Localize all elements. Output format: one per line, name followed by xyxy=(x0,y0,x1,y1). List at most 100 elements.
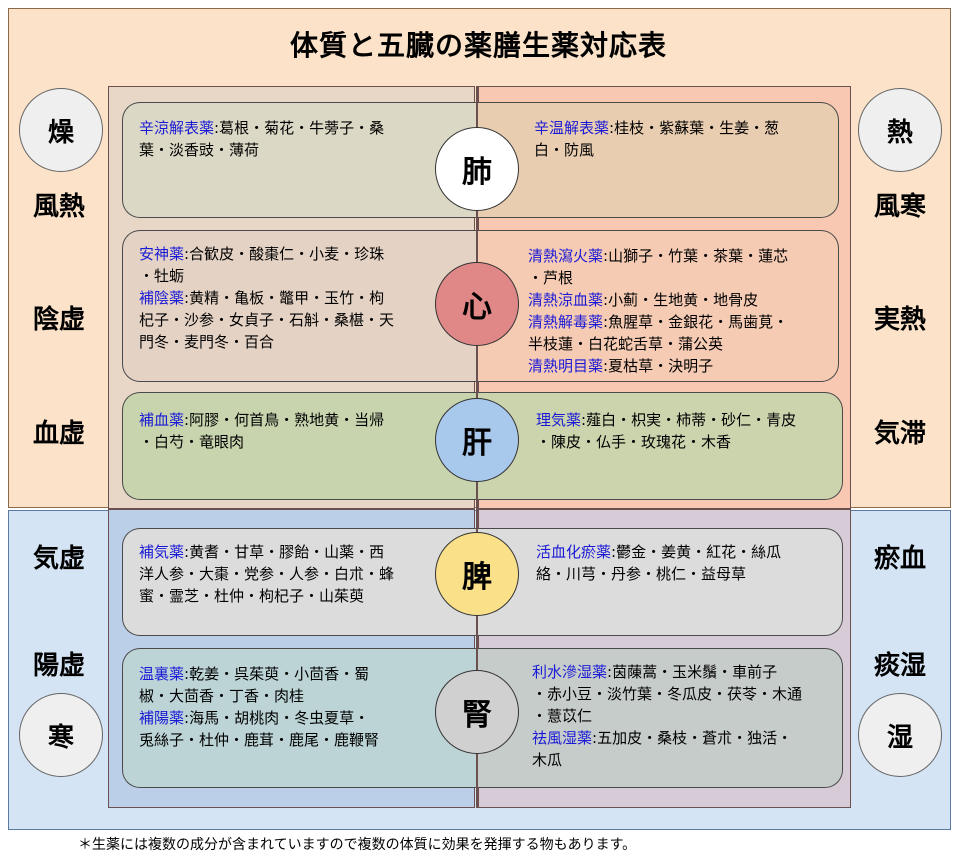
herb-category: 清熱涼血薬 xyxy=(528,291,604,309)
herb-list: 兎絲子・杜仲・鹿茸・鹿尾・鹿鞭腎 xyxy=(139,731,380,749)
herb-line: 辛温解表薬:桂枝・紫蘇葉・生姜・葱 xyxy=(534,117,824,139)
lung-left-box: 辛涼解表薬:葛根・菊花・牛蒡子・桑葉・淡香豉・薄荷 xyxy=(122,102,478,218)
herb-list: :海馬・胡桃肉・冬虫夏草・ xyxy=(184,709,370,727)
spleen-organ-circle: 脾 xyxy=(435,532,519,616)
herb-category: 祛風湿薬 xyxy=(532,729,593,747)
herb-category: 温裏薬 xyxy=(139,665,185,683)
herb-list: :魚腥草・金銀花・馬歯莧・ xyxy=(603,313,789,331)
herb-line: 清熱涼血薬:小薊・生地黄・地骨皮 xyxy=(528,289,824,311)
phlegm-damp-label: 痰湿 xyxy=(873,651,926,681)
herb-line: 補血薬:阿膠・何首鳥・熟地黄・当帰 xyxy=(139,409,464,431)
herb-category: 理気薬 xyxy=(536,411,582,429)
herb-list: :茵蔯蒿・玉米鬚・車前子 xyxy=(607,663,778,681)
liver-left-box: 補血薬:阿膠・何首鳥・熟地黄・当帰・白芍・竜眼肉 xyxy=(122,392,478,500)
yin-deficiency-label: 陰虚 xyxy=(32,305,85,335)
herb-line: ・薏苡仁 xyxy=(532,705,828,727)
herb-category: 補陽薬 xyxy=(139,709,185,727)
herb-list: :黄精・亀板・鼈甲・玉竹・枸 xyxy=(184,289,385,307)
herb-line: 洋人参・大棗・党参・人参・白朮・蜂 xyxy=(139,563,464,585)
herb-list: :乾姜・呉茱萸・小茴香・蜀 xyxy=(184,665,370,683)
qi-deficiency-label: 気虚 xyxy=(32,544,85,574)
herb-list: :鬱金・姜黄・紅花・絲瓜 xyxy=(611,543,782,561)
herb-list: :薤白・枳実・柿蒂・砂仁・青皮 xyxy=(581,411,797,429)
kidney-left-box: 温裏薬:乾姜・呉茱萸・小茴香・蜀椒・大茴香・丁香・肉桂補陽薬:海馬・胡桃肉・冬虫… xyxy=(122,648,478,788)
heart-organ-circle: 心 xyxy=(435,262,519,346)
herb-line: 杞子・沙参・女貞子・石斛・桑椹・天 xyxy=(139,309,464,331)
herb-list: :山獅子・竹葉・茶葉・蓮芯 xyxy=(603,247,789,265)
herb-category: 補血薬 xyxy=(139,411,185,429)
herb-list: ・芦根 xyxy=(528,269,574,287)
herb-line: 活血化瘀薬:鬱金・姜黄・紅花・絲瓜 xyxy=(536,541,828,563)
herb-category: 清熱瀉火薬 xyxy=(528,247,604,265)
herb-list: ・白芍・竜眼肉 xyxy=(139,433,245,451)
herb-list: ・薏苡仁 xyxy=(532,707,593,725)
herb-list: :小薊・生地黄・地骨皮 xyxy=(603,291,759,309)
herb-line: 門冬・麦門冬・百合 xyxy=(139,331,464,353)
yang-deficiency-label: 陽虚 xyxy=(32,651,85,681)
herb-list: 杞子・沙参・女貞子・石斛・桑椹・天 xyxy=(139,311,395,329)
herb-list: :葛根・菊花・牛蒡子・桑 xyxy=(214,119,385,137)
herb-line: 辛涼解表薬:葛根・菊花・牛蒡子・桑 xyxy=(139,117,464,139)
herb-category: 清熱解毒薬 xyxy=(528,313,604,331)
herb-list: :合歓皮・酸棗仁・小麦・珍珠 xyxy=(184,245,385,263)
herb-category: 辛温解表薬 xyxy=(534,119,610,137)
herb-line: ・赤小豆・淡竹葉・冬瓜皮・茯苓・木通 xyxy=(532,683,828,705)
herb-list: 葉・淡香豉・薄荷 xyxy=(139,141,260,159)
herb-line: 補陰薬:黄精・亀板・鼈甲・玉竹・枸 xyxy=(139,287,464,309)
qi-stagnation-label: 気滞 xyxy=(873,419,926,449)
herb-list: 白・防風 xyxy=(534,141,595,159)
herb-category: 辛涼解表薬 xyxy=(139,119,215,137)
herb-line: 兎絲子・杜仲・鹿茸・鹿尾・鹿鞭腎 xyxy=(139,729,464,751)
heart-left-box: 安神薬:合歓皮・酸棗仁・小麦・珍珠・牡蛎補陰薬:黄精・亀板・鼈甲・玉竹・枸杞子・… xyxy=(122,230,478,382)
herb-category: 清熱明目薬 xyxy=(528,357,604,375)
herb-list: :夏枯草・決明子 xyxy=(603,357,714,375)
excess-heat-label: 実熱 xyxy=(873,305,926,335)
herb-category: 補陰薬 xyxy=(139,289,185,307)
herb-line: ・白芍・竜眼肉 xyxy=(139,431,464,453)
herb-line: ・牡蛎 xyxy=(139,265,464,287)
herb-line: 椒・大茴香・丁香・肉桂 xyxy=(139,685,464,707)
herb-list: ・牡蛎 xyxy=(139,267,185,285)
herb-category: 活血化瘀薬 xyxy=(536,543,612,561)
herb-line: 白・防風 xyxy=(534,139,824,161)
herb-list: 椒・大茴香・丁香・肉桂 xyxy=(139,687,305,705)
lung-organ-circle: 肺 xyxy=(435,127,519,211)
liver-organ-circle: 肝 xyxy=(435,398,519,482)
herb-line: 半枝蓮・白花蛇舌草・蒲公英 xyxy=(528,333,824,355)
herb-list: :阿膠・何首鳥・熟地黄・当帰 xyxy=(184,411,385,429)
blood-stasis-label: 瘀血 xyxy=(873,544,926,574)
heart-right-box: 清熱瀉火薬:山獅子・竹葉・茶葉・蓮芯・芦根清熱涼血薬:小薊・生地黄・地骨皮清熱解… xyxy=(478,230,839,382)
herb-line: 温裏薬:乾姜・呉茱萸・小茴香・蜀 xyxy=(139,663,464,685)
herb-list: ・陳皮・仏手・玫瑰花・木香 xyxy=(536,433,732,451)
herb-line: 蜜・霊芝・杜仲・枸杞子・山茱萸 xyxy=(139,585,464,607)
herb-category: 利水滲湿薬 xyxy=(532,663,608,681)
footnote: ＊生薬には複数の成分が含まれていますので複数の体質に効果を発揮する物もあります。 xyxy=(78,837,637,853)
herb-line: ・陳皮・仏手・玫瑰花・木香 xyxy=(536,431,828,453)
herb-list: 門冬・麦門冬・百合 xyxy=(139,333,275,351)
herb-line: 絡・川芎・丹参・桃仁・益母草 xyxy=(536,563,828,585)
kidney-right-box: 利水滲湿薬:茵蔯蒿・玉米鬚・車前子・赤小豆・淡竹葉・冬瓜皮・茯苓・木通・薏苡仁祛… xyxy=(478,648,843,788)
herb-line: 清熱瀉火薬:山獅子・竹葉・茶葉・蓮芯 xyxy=(528,245,824,267)
spleen-left-box: 補気薬:黄耆・甘草・膠飴・山薬・西洋人参・大棗・党参・人参・白朮・蜂蜜・霊芝・杜… xyxy=(122,528,478,636)
herb-line: 安神薬:合歓皮・酸棗仁・小麦・珍珠 xyxy=(139,243,464,265)
herb-line: ・芦根 xyxy=(528,267,824,289)
herb-category: 補気薬 xyxy=(139,543,185,561)
herb-line: 木瓜 xyxy=(532,749,828,771)
damp-label-circle: 湿 xyxy=(858,693,942,777)
herb-line: 補気薬:黄耆・甘草・膠飴・山薬・西 xyxy=(139,541,464,563)
cold-label-circle: 寒 xyxy=(19,693,103,777)
herb-list: :五加皮・桑枝・蒼朮・独活・ xyxy=(592,729,793,747)
herb-list: :桂枝・紫蘇葉・生姜・葱 xyxy=(609,119,780,137)
herb-list: 半枝蓮・白花蛇舌草・蒲公英 xyxy=(528,335,724,353)
wind-heat-label: 風熱 xyxy=(32,192,85,222)
herb-list: 蜜・霊芝・杜仲・枸杞子・山茱萸 xyxy=(139,587,365,605)
liver-right-box: 理気薬:薤白・枳実・柿蒂・砂仁・青皮・陳皮・仏手・玫瑰花・木香 xyxy=(478,392,843,500)
herb-list: 木瓜 xyxy=(532,751,563,769)
herb-list: :黄耆・甘草・膠飴・山薬・西 xyxy=(184,543,385,561)
dry-label-circle: 燥 xyxy=(19,88,103,172)
spleen-right-box: 活血化瘀薬:鬱金・姜黄・紅花・絲瓜絡・川芎・丹参・桃仁・益母草 xyxy=(478,528,843,636)
herb-line: 葉・淡香豉・薄荷 xyxy=(139,139,464,161)
herb-category: 安神薬 xyxy=(139,245,185,263)
herb-list: 絡・川芎・丹参・桃仁・益母草 xyxy=(536,565,747,583)
page-title: 体質と五臓の薬膳生薬対応表 xyxy=(289,29,667,62)
